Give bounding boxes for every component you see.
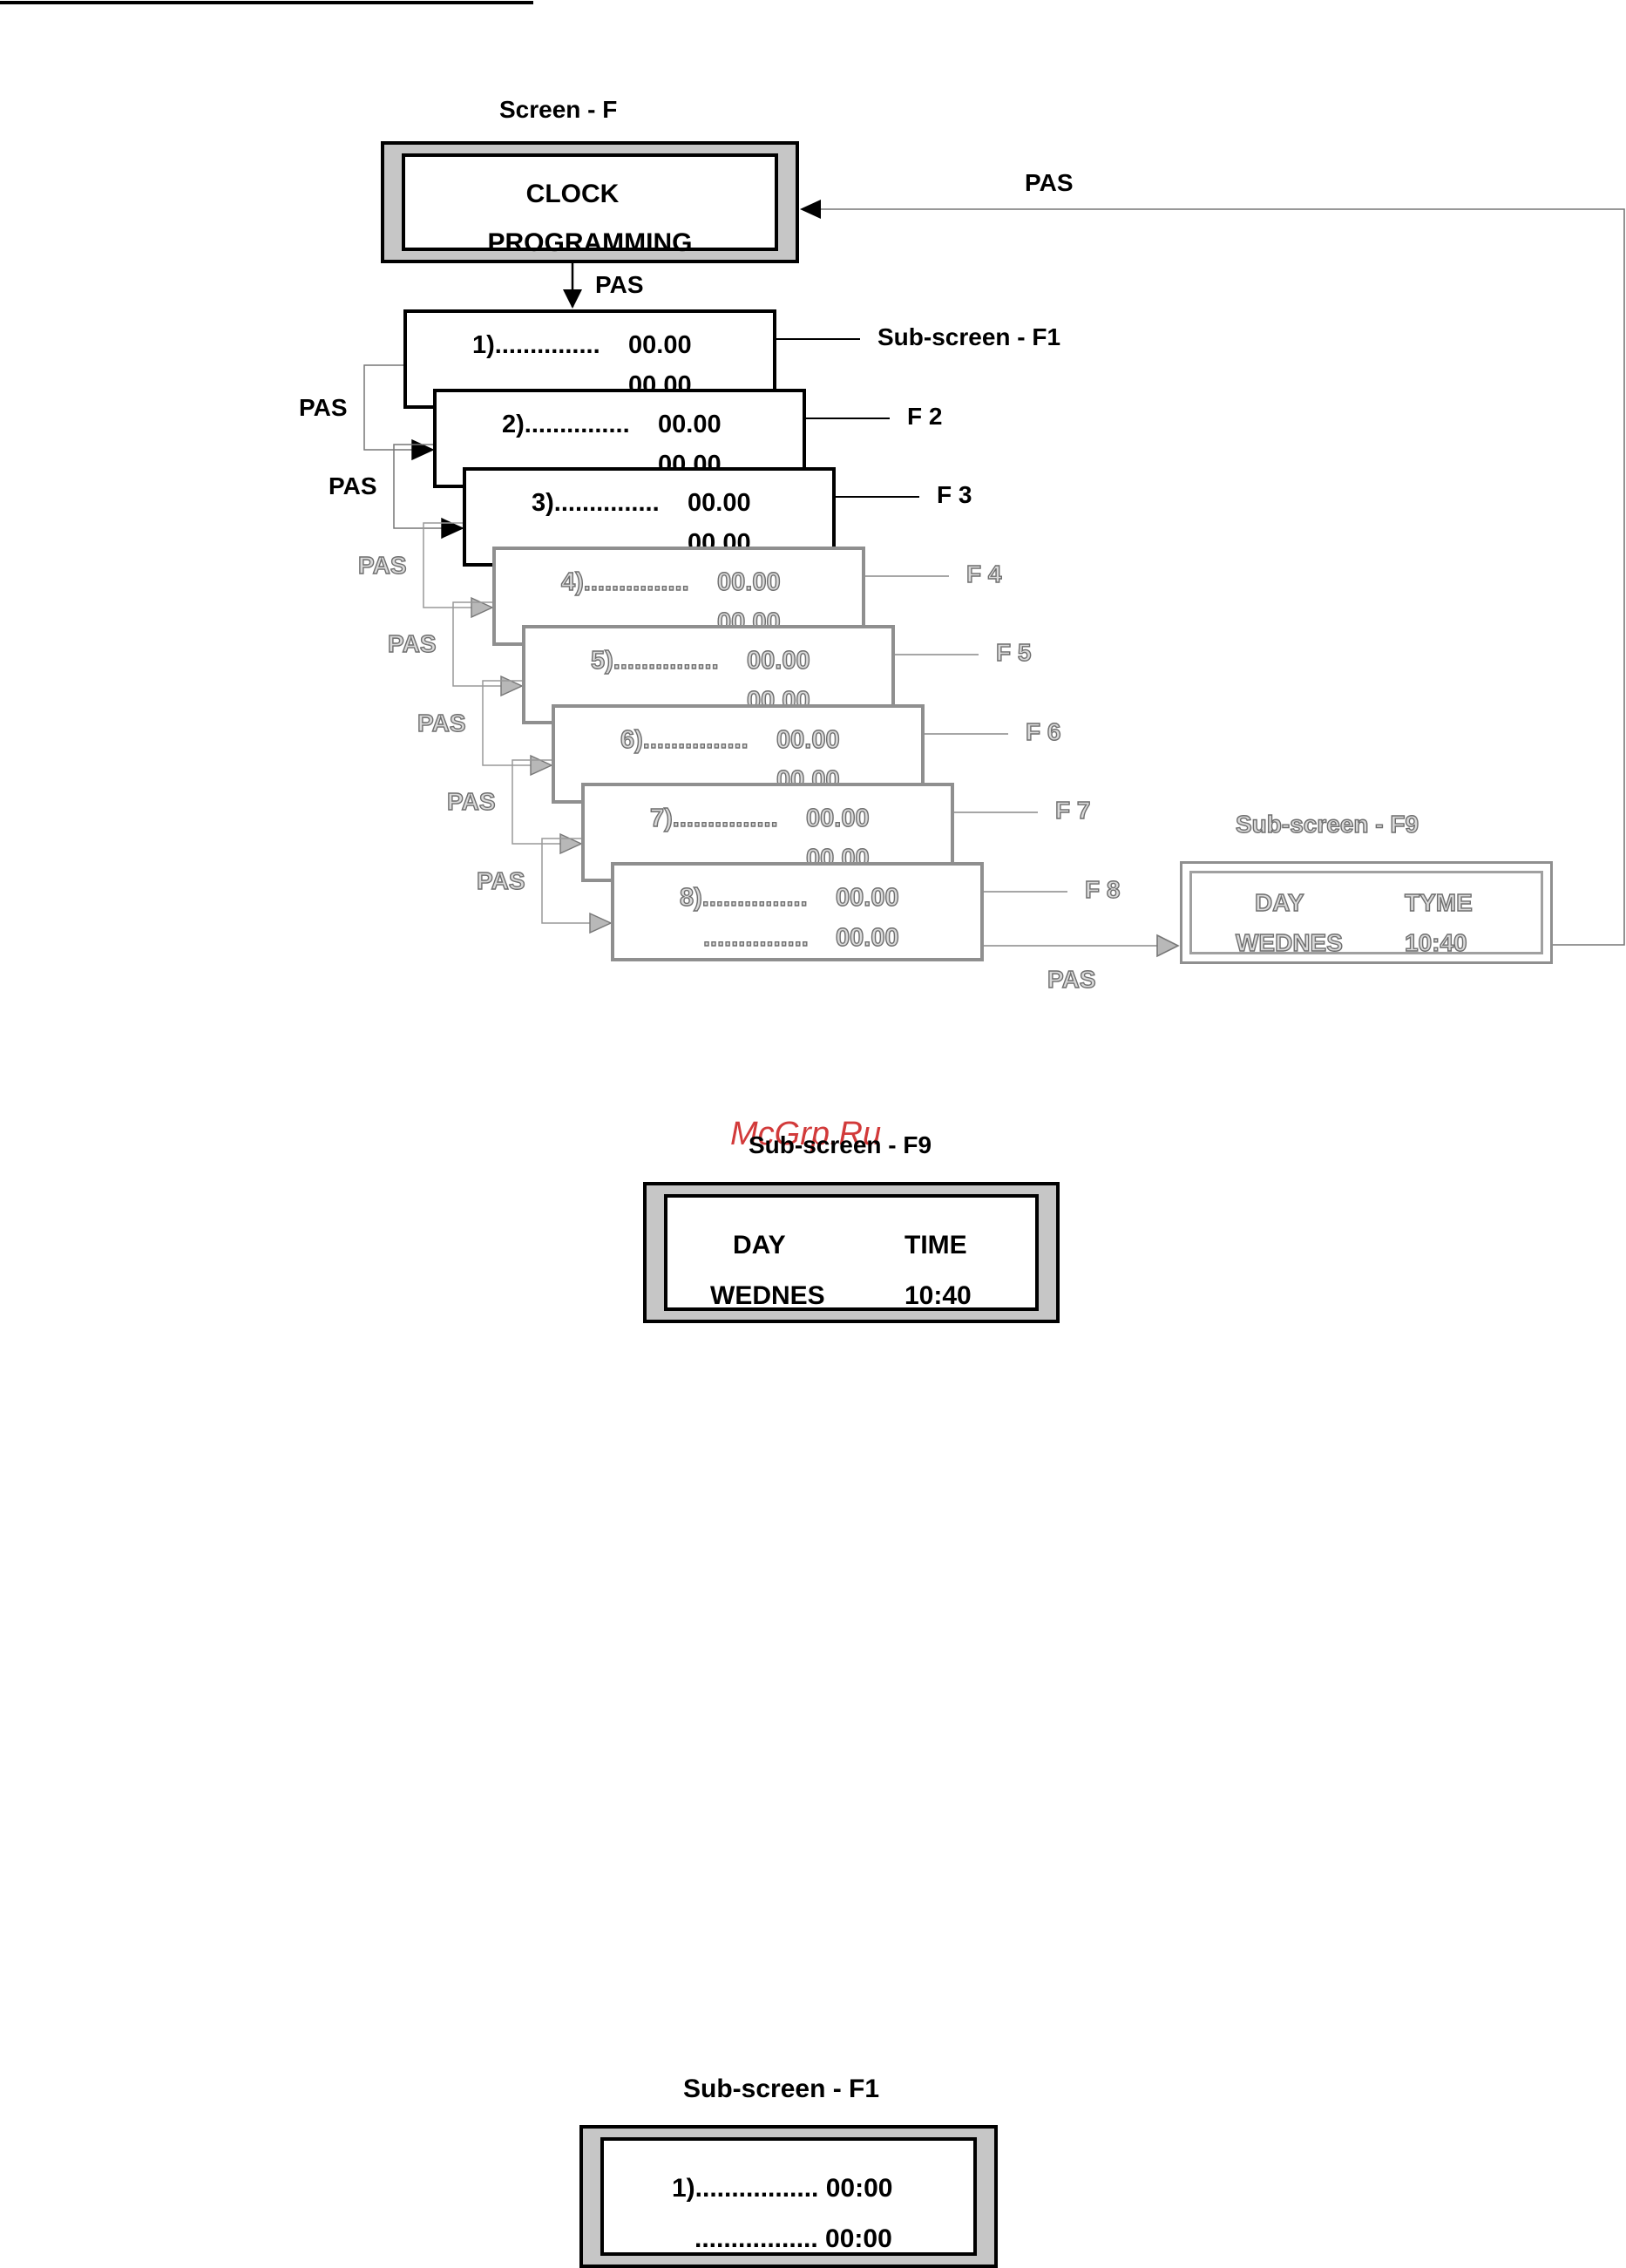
subscreen-f4-row1-time: 00.00 <box>716 567 781 596</box>
subscreen-f8-row2-time: 00.00 <box>835 923 899 952</box>
f9-detail-value-time: 10:40 <box>904 1281 972 1310</box>
watermark: McGrp.Ru <box>730 1116 882 1152</box>
f9-box-top: DAY TYME WEDNES 10:40 <box>1180 861 1553 964</box>
label-f2: F 2 <box>907 403 943 430</box>
step-connector-f8 <box>541 838 592 924</box>
step-label-f3: PAS <box>329 472 377 499</box>
subscreen-f8-row1-prefix: 8)............... <box>679 883 808 912</box>
subscreen-f5-row1-prefix: 5)............... <box>590 646 719 675</box>
subscreen-f1-row1-time: 00.00 <box>628 331 692 359</box>
step-arrow-head-f3 <box>441 517 464 540</box>
f9-detail-title: Sub-screen - F9 <box>749 1131 932 1158</box>
step-label-f2: PAS <box>299 394 348 421</box>
arrow-head-return <box>800 200 821 219</box>
step-label-f7: PAS <box>446 788 496 815</box>
step-label-f5: PAS <box>387 630 437 657</box>
step-arrow-head-f4 <box>471 596 494 619</box>
subscreen-f3-row1-time: 00.00 <box>688 489 751 517</box>
screen-f-line-1: CLOCK <box>525 180 620 208</box>
return-loop-label: PAS <box>1025 169 1074 196</box>
step-arrow-head-f6 <box>530 754 553 777</box>
screen-f-line-2: PROGRAMMING <box>487 228 693 257</box>
f9-detail-box: DAY TIME WEDNES 10:40 <box>643 1182 1060 1323</box>
subscreen-f2-row1-prefix: 2)............... <box>502 411 630 438</box>
label-f3: F 3 <box>937 481 972 508</box>
step-arrow-head-f2 <box>411 438 435 461</box>
subscreen-f1-row1-prefix: 1)............... <box>472 331 600 359</box>
step-label-f6: PAS <box>417 710 466 737</box>
screen-f-box: CLOCK PROGRAMMING <box>381 141 799 263</box>
step-connector-f6 <box>482 680 532 766</box>
step-connector-f2 <box>363 364 414 451</box>
f9-label-top: Sub-screen - F9 <box>1235 811 1419 838</box>
f9-detail-header-day: DAY <box>733 1231 786 1260</box>
arrow-f8-to-f9 <box>984 934 1180 958</box>
subscreen-f7-row1-time: 00.00 <box>805 804 870 832</box>
step-label-f4: PAS <box>357 552 407 579</box>
step-arrow-head-f5 <box>500 675 524 697</box>
f9-top-header-time: TYME <box>1404 889 1473 916</box>
subscreen-f3-row1-prefix: 3)............... <box>532 489 660 517</box>
subscreen-f4-row1-prefix: 4)............... <box>560 567 689 596</box>
step-connectors <box>363 338 1067 934</box>
label-f5: F 5 <box>995 639 1032 666</box>
label-f6: F 6 <box>1025 718 1061 745</box>
subscreen-f6-row1-prefix: 6)............... <box>620 725 749 754</box>
subscreen-f8-row2-prefix: ............... <box>702 923 809 952</box>
f1-detail-box: 1)................. 00:00 ..............… <box>579 2125 998 2268</box>
label-f8: F 8 <box>1084 876 1121 903</box>
f9-top-header-day: DAY <box>1254 889 1304 916</box>
step-label-f8: PAS <box>476 867 525 894</box>
f1-detail-row-2: ................. 00:00 <box>694 2224 892 2253</box>
subscreen-f8-row1-time: 00.00 <box>835 883 899 912</box>
subscreen-f7-row1-prefix: 7)............... <box>649 804 778 832</box>
arrow-head-down <box>563 289 582 309</box>
label-f4: F 4 <box>965 560 1002 587</box>
label-f1: Sub-screen - F1 <box>877 323 1061 350</box>
subscreen-f6-row1-time: 00.00 <box>776 725 840 754</box>
step-connector-f4 <box>423 522 473 608</box>
subscreen-f5-row1-time: 00.00 <box>746 646 810 675</box>
f9-detail-header-time: TIME <box>904 1231 967 1260</box>
f9-top-value-day: WEDNES <box>1235 929 1343 956</box>
step-connector-f5 <box>452 601 503 687</box>
screen-f-title: Screen - F <box>499 96 618 123</box>
f1-detail-row-1: 1)................. 00:00 <box>672 2174 893 2203</box>
return-loop-line <box>819 208 1625 946</box>
f9-detail-value-day: WEDNES <box>710 1281 825 1310</box>
f1-detail-title: Sub-screen - F1 <box>683 2074 880 2103</box>
subscreen-f8: 8)............... 00.00............... 00.… <box>611 862 984 961</box>
step-arrow-head-f7 <box>559 832 583 855</box>
f9-top-value-time: 10:40 <box>1404 929 1467 956</box>
down-arrow-label: PAS <box>595 271 644 298</box>
subscreen-f2-row1-time: 00.00 <box>658 411 722 438</box>
f9-arrow-label: PAS <box>1047 966 1096 993</box>
step-connector-f7 <box>512 759 562 845</box>
step-connector-f3 <box>393 444 444 529</box>
label-f7: F 7 <box>1054 797 1091 824</box>
step-arrow-head-f8 <box>589 912 613 934</box>
